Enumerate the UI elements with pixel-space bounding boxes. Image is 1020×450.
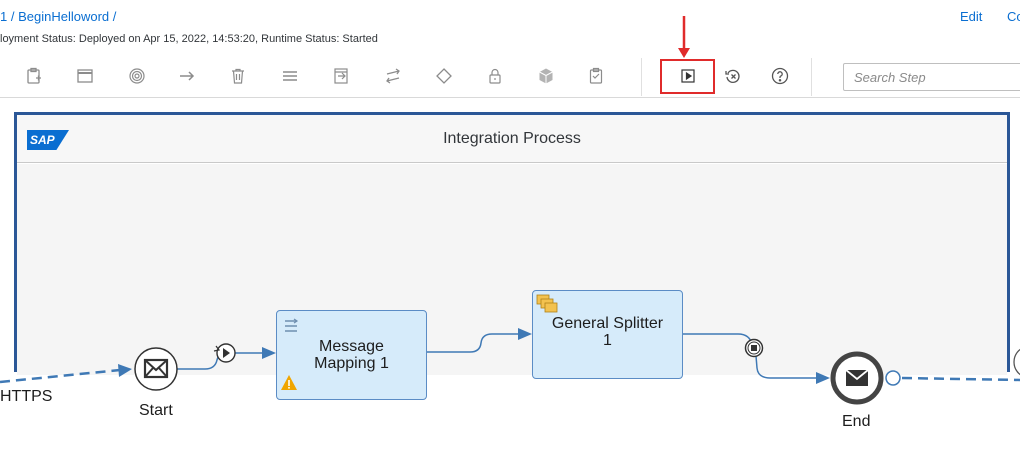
message-mapping-label: Message Mapping 1 xyxy=(314,338,389,372)
breadcrumb-prefix[interactable]: 1 / xyxy=(0,9,15,24)
deployment-status: loyment Status: Deployed on Apr 15, 2022… xyxy=(0,33,378,45)
start-label: Start xyxy=(139,402,173,419)
pool-body xyxy=(17,164,1007,375)
sap-logo: SAP xyxy=(27,130,69,150)
diamond-icon[interactable] xyxy=(432,64,456,88)
message-mapping-task[interactable]: Message Mapping 1 xyxy=(276,310,427,400)
pool-header: SAP Integration Process xyxy=(17,115,1007,163)
pool-title: Integration Process xyxy=(443,130,581,147)
lock-icon[interactable] xyxy=(483,64,507,88)
window-icon[interactable] xyxy=(73,64,97,88)
highlight-box xyxy=(660,59,715,94)
help-icon[interactable] xyxy=(768,64,792,88)
edit-button[interactable]: Edit xyxy=(960,9,983,24)
general-splitter-label: General Splitter 1 xyxy=(551,315,664,349)
search-step-input[interactable] xyxy=(843,63,1020,91)
swap-icon[interactable] xyxy=(381,64,405,88)
end-label: End xyxy=(842,413,871,430)
export-icon[interactable] xyxy=(329,64,353,88)
delete-icon[interactable] xyxy=(226,64,250,88)
sender-https-label: HTTPS xyxy=(0,388,53,405)
toolbar-separator xyxy=(811,58,812,96)
integration-process-pool[interactable]: SAP Integration Process xyxy=(14,112,1010,375)
menu-icon[interactable] xyxy=(278,64,302,88)
toolbar-divider xyxy=(0,97,1020,98)
add-step-icon[interactable] xyxy=(22,64,46,88)
clipboard-icon[interactable] xyxy=(584,64,608,88)
play-icon[interactable] xyxy=(676,64,700,88)
target-icon[interactable] xyxy=(125,64,149,88)
package-icon[interactable] xyxy=(534,64,558,88)
breadcrumb-link-beginhelloword[interactable]: BeginHelloword xyxy=(18,9,110,24)
cancel-icon[interactable] xyxy=(721,64,745,88)
toolbar-separator xyxy=(641,58,642,96)
general-splitter-task[interactable]: General Splitter 1 xyxy=(532,290,683,379)
more-button[interactable]: Co xyxy=(1007,9,1020,24)
breadcrumb-suffix: / xyxy=(112,9,117,24)
breadcrumb: 1 / BeginHelloword / xyxy=(0,9,116,24)
arrow-right-icon[interactable] xyxy=(175,64,199,88)
